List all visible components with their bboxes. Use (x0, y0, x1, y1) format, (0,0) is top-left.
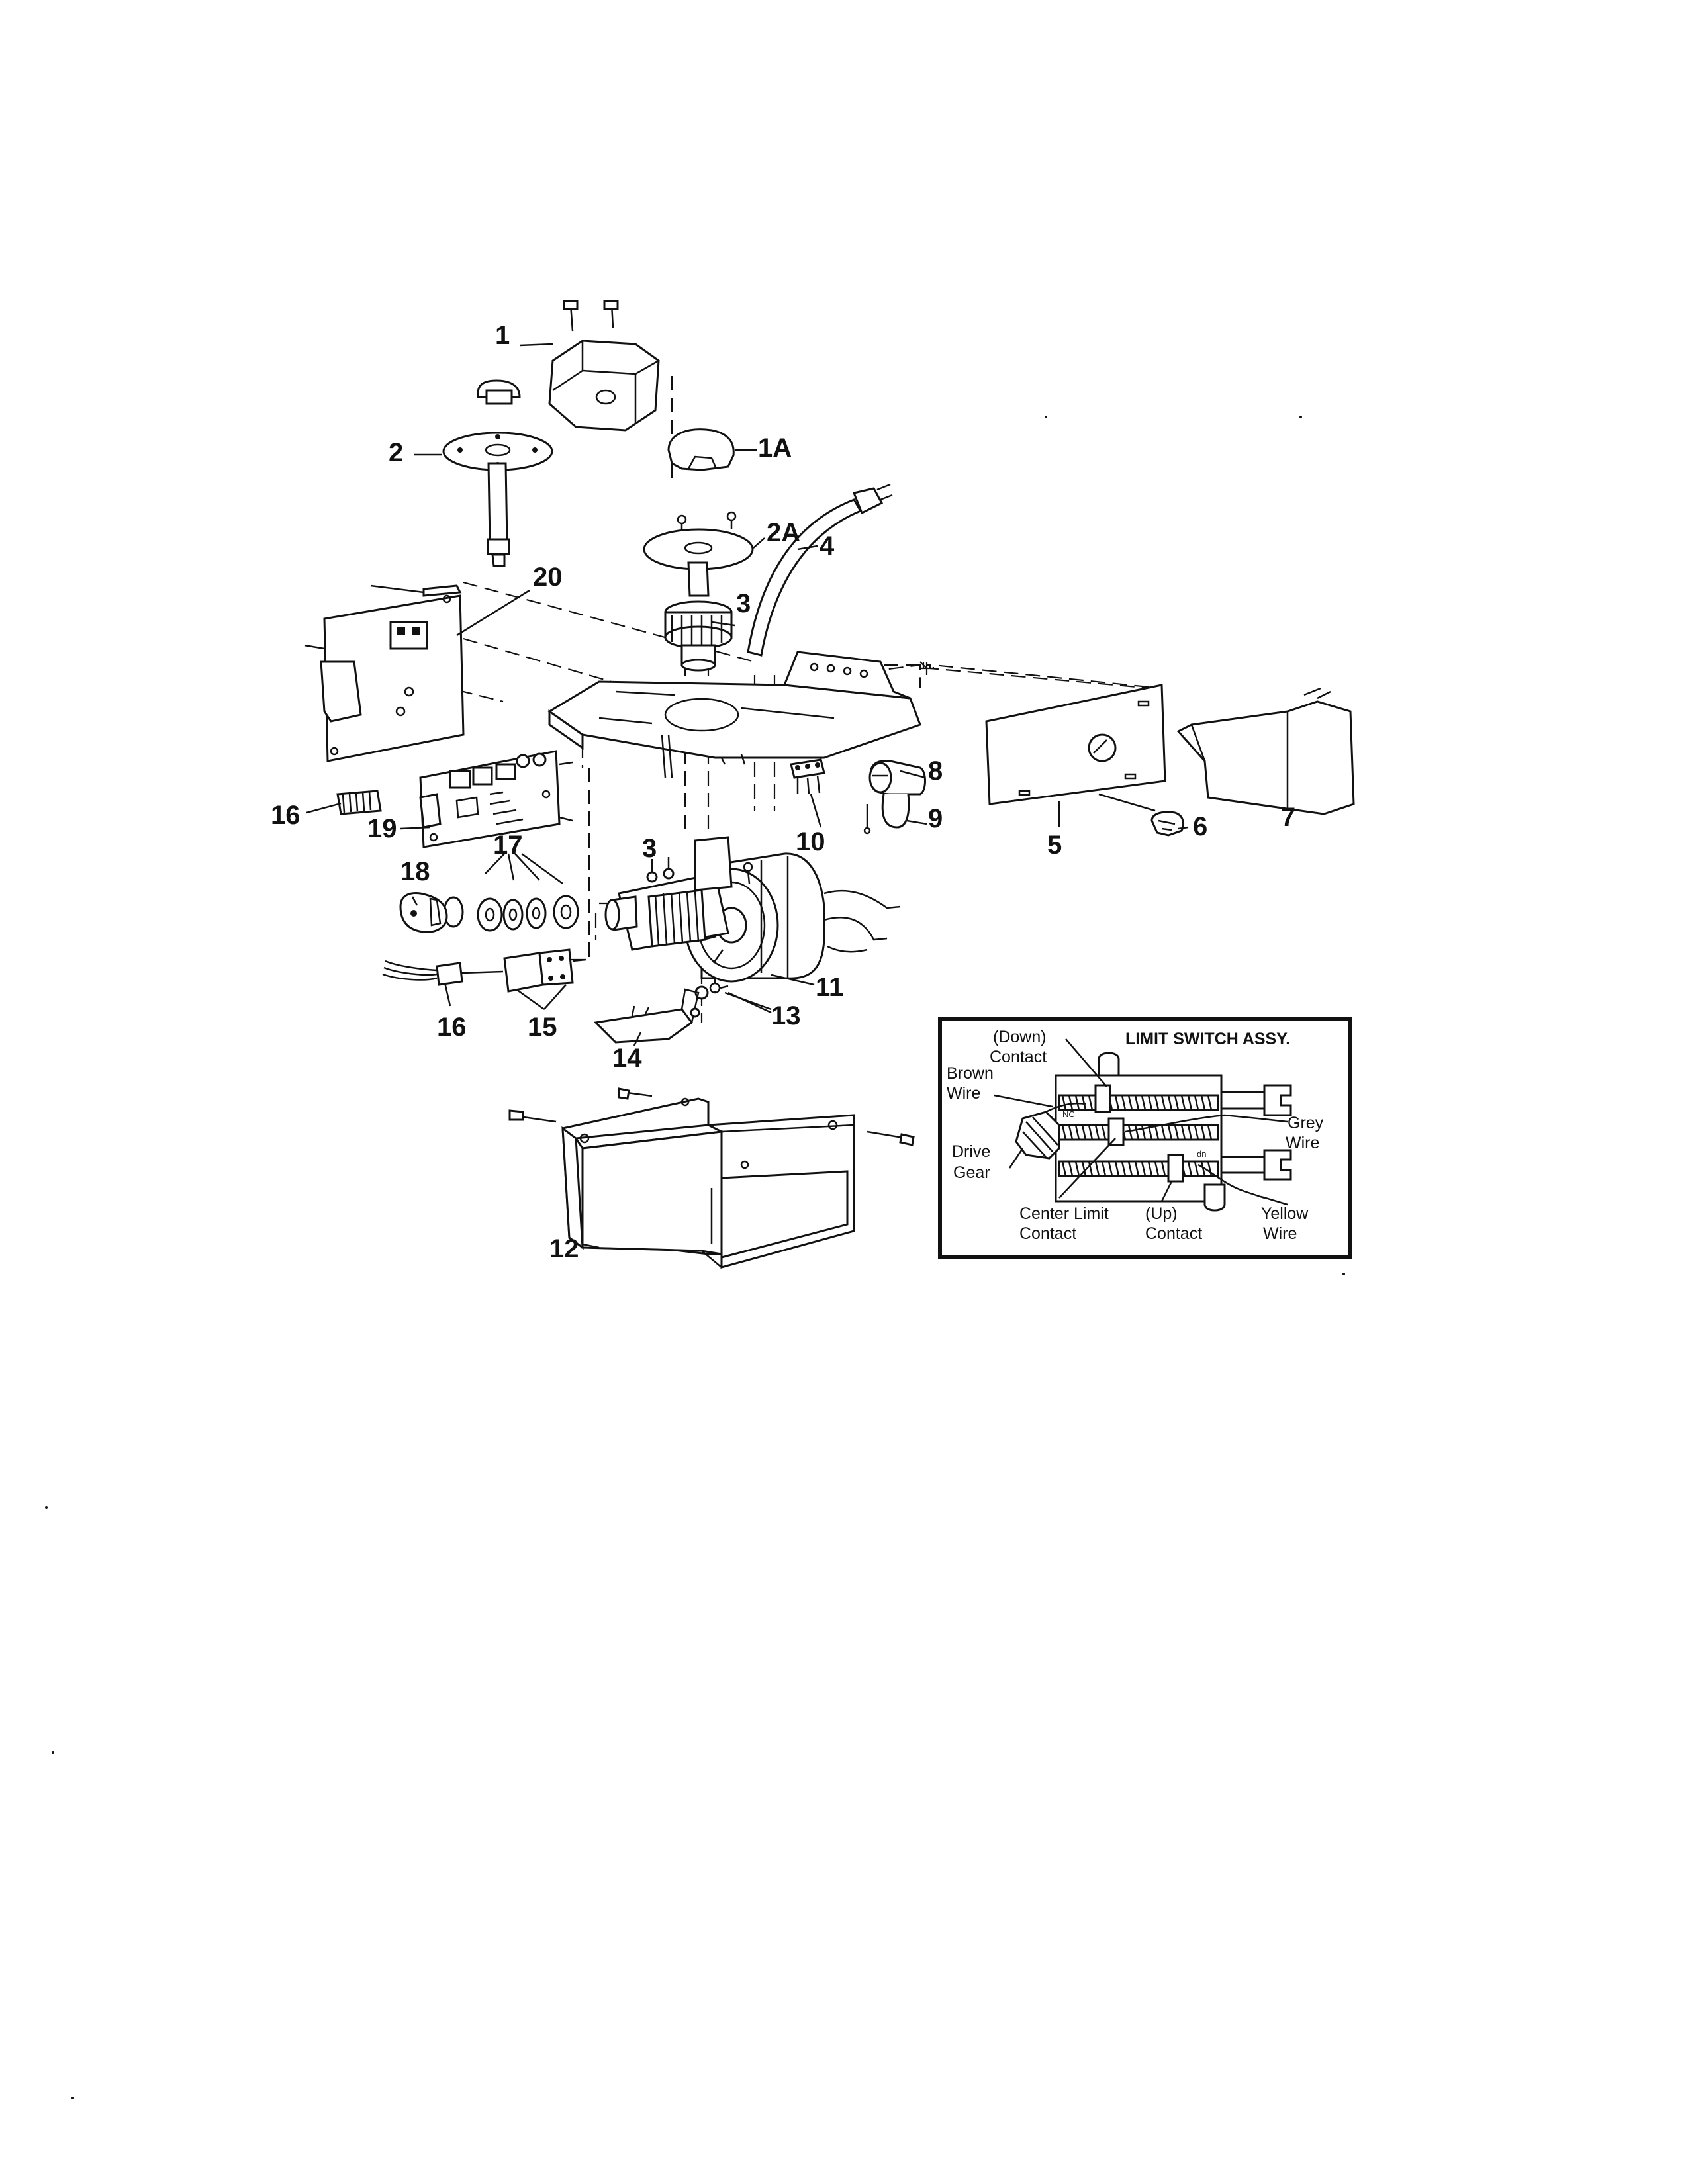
part-4-power-cord (747, 483, 893, 657)
part-7-light-cover (1176, 687, 1355, 815)
label-part-2a: 2A (767, 518, 800, 547)
inset-grey-wire-line2: Wire (1286, 1134, 1319, 1152)
inset-down-contact-line1: (Down) (993, 1028, 1047, 1046)
label-part-16-upper: 16 (271, 801, 301, 830)
inset-down-contact-line2: Contact (990, 1048, 1047, 1066)
part-13-clips (694, 982, 729, 1000)
part-6-socket (1098, 793, 1184, 837)
part-19-circuit-board (419, 750, 573, 848)
label-part-9: 9 (928, 804, 943, 833)
part-17-bearings (443, 852, 638, 932)
label-part-20: 20 (533, 563, 563, 592)
part-14-bracket (593, 988, 700, 1044)
label-part-3-upper: 3 (736, 589, 751, 618)
inset-switch-body (1015, 1052, 1292, 1212)
label-part-6: 6 (1193, 812, 1207, 841)
part-1a-cap (667, 428, 735, 471)
inset-up-contact-line2: Contact (1145, 1224, 1202, 1243)
part-2a-shaft-plate (643, 511, 754, 597)
scan-specks (45, 416, 1345, 2099)
inset-center-limit-line2: Contact (1019, 1224, 1076, 1243)
part-16-connector-upper (336, 790, 382, 815)
label-part-1: 1 (495, 321, 510, 350)
part-3-worm-gear-lower (618, 836, 753, 951)
label-part-3-lower: 3 (642, 834, 657, 863)
limit-switch-inset: LIMIT SWITCH ASSY. (Down) Contact Brown … (938, 1017, 1352, 1259)
part-callouts: 1 2 1A 2A 3 4 20 8 9 10 5 6 7 16 19 17 1… (271, 321, 1295, 1263)
inset-drive-gear-line1: Drive (952, 1142, 990, 1161)
label-part-4: 4 (820, 531, 835, 561)
label-part-15: 15 (528, 1013, 557, 1042)
label-part-2: 2 (389, 438, 403, 467)
part-10-terminal-block (790, 758, 825, 795)
inset-dn-mark: dn (1197, 1149, 1206, 1159)
part-9-bracket (863, 794, 910, 835)
inset-drive-gear-line2: Gear (953, 1163, 990, 1182)
inset-title: LIMIT SWITCH ASSY. (1125, 1030, 1290, 1048)
part-2-drive-shaft (442, 379, 553, 567)
inset-yellow-wire-line2: Wire (1263, 1224, 1297, 1243)
part-8-capacitor (868, 760, 926, 796)
label-part-12: 12 (549, 1234, 579, 1263)
part-18-knob (399, 892, 448, 933)
label-part-5: 5 (1047, 831, 1062, 860)
inset-brown-wire-line1: Brown (947, 1064, 994, 1083)
label-part-1a: 1A (758, 433, 792, 463)
part-12-chassis-cover (508, 1087, 915, 1269)
part-15-16-harness-switch (382, 948, 586, 993)
label-part-7: 7 (1281, 803, 1295, 832)
inset-nc-mark: NC (1062, 1109, 1075, 1119)
inset-up-contact-line1: (Up) (1145, 1205, 1178, 1223)
label-part-14: 14 (612, 1044, 642, 1073)
inset-yellow-wire-line1: Yellow (1261, 1205, 1309, 1223)
inset-grey-wire-line1: Grey (1288, 1114, 1324, 1132)
inset-brown-wire-line2: Wire (947, 1084, 980, 1103)
part-1-bracket (548, 300, 660, 432)
label-part-18: 18 (400, 857, 430, 886)
label-part-11: 11 (816, 973, 843, 1002)
label-part-17: 17 (493, 831, 523, 860)
inset-center-limit-line1: Center Limit (1019, 1205, 1109, 1223)
part-3-gear-upper (664, 600, 733, 672)
label-part-10: 10 (796, 827, 825, 856)
label-part-8: 8 (928, 756, 943, 786)
part-20-logic-board (304, 584, 465, 762)
label-part-19: 19 (367, 814, 397, 843)
part-5-panel (985, 684, 1166, 805)
chassis-plate (547, 651, 921, 778)
label-part-16-lower: 16 (437, 1013, 467, 1042)
label-part-13: 13 (771, 1001, 801, 1030)
